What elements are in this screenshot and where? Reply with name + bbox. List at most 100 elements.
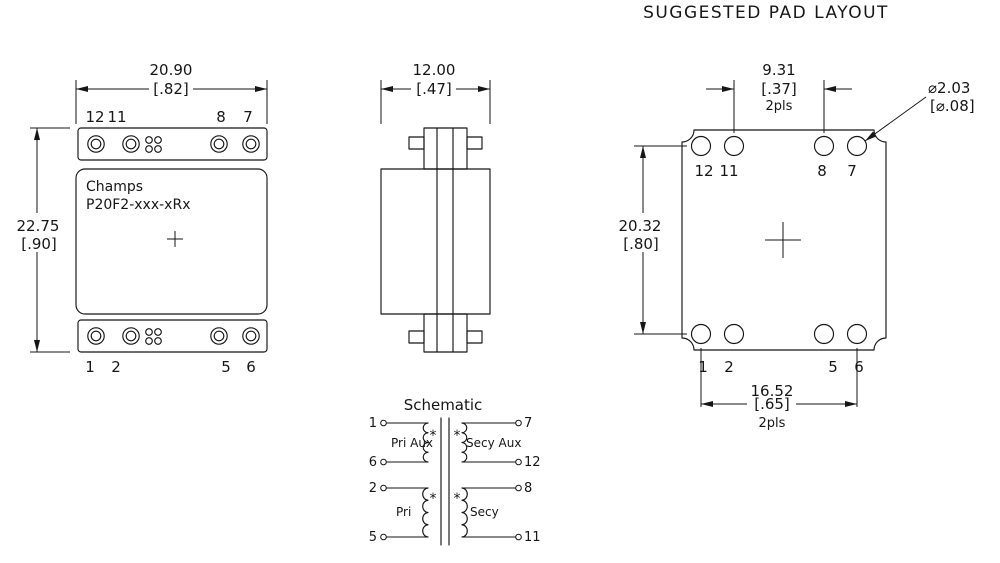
side-width-dim-in: [.47]	[416, 80, 452, 98]
front-vent-hole	[154, 145, 162, 153]
side-center-column-lines	[436, 127, 454, 353]
side-pin-stub	[466, 330, 483, 344]
pad-circle	[813, 323, 835, 345]
pad-pin-label: 5	[828, 358, 838, 376]
pad-pin-label: 11	[719, 162, 738, 180]
front-pin-label: 11	[107, 108, 126, 126]
front-center-cross	[167, 231, 183, 247]
polarity-mark: *	[454, 428, 461, 444]
side-top-header	[423, 127, 468, 170]
polarity-mark: *	[454, 491, 461, 507]
front-pin-label: 6	[246, 358, 256, 376]
front-pad-ring	[87, 135, 105, 153]
front-pad-hole	[213, 138, 225, 150]
pad-circle	[723, 323, 745, 345]
front-pad-hole	[213, 330, 225, 342]
front-pin-label: 8	[216, 108, 226, 126]
pad-diameter-in: [⌀.08]	[930, 97, 975, 115]
pad-circle	[846, 323, 868, 345]
front-pad-hole	[245, 138, 257, 150]
pad-circle	[723, 135, 745, 157]
winding-label: Pri	[396, 505, 411, 519]
terminal-circle	[515, 484, 522, 492]
front-height-dim-mm: 22.75	[17, 217, 60, 235]
pad-row-spacing-in: [.80]	[623, 235, 659, 253]
pad-diameter-mm: ⌀2.03	[928, 79, 970, 97]
terminal-circle	[380, 419, 387, 427]
pad-circle	[846, 135, 868, 157]
front-vent-hole	[145, 337, 153, 345]
front-height-dim-in: [.90]	[21, 235, 57, 253]
front-view: 20.90 [.82] 22.75 [.90] Champs P20F2-xxx…	[17, 61, 268, 376]
schematic-pin-label: 11	[524, 530, 541, 545]
transformer-core-lines	[440, 417, 450, 546]
pad-circle	[813, 135, 835, 157]
side-bottom-header	[423, 313, 468, 353]
front-pad-ring	[242, 327, 260, 345]
schematic-pin-label: 2	[369, 481, 377, 496]
pad-layout-center-cross	[765, 222, 801, 258]
front-width-dim-in: [.82]	[153, 80, 189, 98]
front-pad-hole	[125, 330, 137, 342]
pad-layout-view: 9.31 [.37] 2pls ⌀2.03 [⌀.08] 20.32 [.80]…	[619, 61, 975, 431]
terminal-circle	[515, 458, 522, 466]
front-pin-label: 7	[243, 108, 253, 126]
front-vent-hole	[154, 328, 162, 336]
front-top-header	[77, 127, 268, 161]
schematic-pin-label: 7	[524, 416, 532, 431]
front-vent-hole	[154, 136, 162, 144]
terminal-circle	[380, 484, 387, 492]
front-width-dim-mm: 20.90	[150, 61, 193, 79]
pad-pin-label: 12	[694, 162, 713, 180]
pad-layout-outline	[681, 129, 887, 351]
front-pin-label: 1	[85, 358, 95, 376]
winding-label: Secy Aux	[466, 436, 521, 450]
front-pin-label: 12	[85, 108, 104, 126]
polarity-mark: *	[430, 491, 437, 507]
pad-layout-extension-lines	[634, 80, 858, 407]
schematic-pin-label: 8	[524, 481, 532, 496]
side-pin-stub	[408, 330, 425, 344]
pad-diameter-leader-line	[864, 96, 927, 142]
page-title: SUGGESTED PAD LAYOUT	[643, 3, 889, 23]
front-pad-ring	[210, 327, 228, 345]
pri-aux-winding	[422, 422, 429, 463]
front-pad-ring	[210, 135, 228, 153]
schematic-pin-label: 6	[369, 455, 377, 470]
terminal-circle	[515, 533, 522, 541]
schematic: Schematic * * * * 1 6 2 5 7 12 8 11	[369, 396, 541, 546]
pad-top-pitch-in: [.37]	[761, 80, 797, 98]
front-pad-ring	[122, 327, 140, 345]
schematic-left-wires	[386, 422, 428, 538]
pad-bottom-pitch-in: [.65]	[754, 395, 790, 413]
front-pin-label: 2	[111, 358, 121, 376]
front-part-number-text: P20F2-xxx-xRx	[86, 197, 190, 213]
front-bottom-header	[77, 319, 268, 353]
front-pad-hole	[125, 138, 137, 150]
pad-circle	[690, 323, 712, 345]
front-vent-hole	[154, 337, 162, 345]
front-vent-hole	[145, 136, 153, 144]
winding-label: Secy	[470, 505, 499, 519]
front-pad-ring	[122, 135, 140, 153]
winding-label: Pri Aux	[391, 436, 433, 450]
pad-pin-label: 2	[724, 358, 734, 376]
side-view: 12.00 [.47]	[380, 61, 491, 353]
schematic-right-wires	[462, 422, 516, 538]
side-pin-stub	[408, 136, 425, 150]
terminal-circle	[380, 533, 387, 541]
pri-winding	[422, 487, 429, 538]
pad-row-spacing-mm: 20.32	[619, 217, 662, 235]
front-body	[75, 168, 268, 315]
schematic-title: Schematic	[404, 396, 483, 414]
front-pad-hole	[90, 330, 102, 342]
pad-top-pitch-note: 2pls	[766, 99, 793, 114]
pad-pin-label: 8	[817, 162, 827, 180]
pad-circle	[690, 135, 712, 157]
pad-pin-label: 6	[854, 358, 864, 376]
side-width-dim-mm: 12.00	[413, 61, 456, 79]
terminal-circle	[515, 419, 522, 427]
side-pin-stub	[466, 136, 483, 150]
